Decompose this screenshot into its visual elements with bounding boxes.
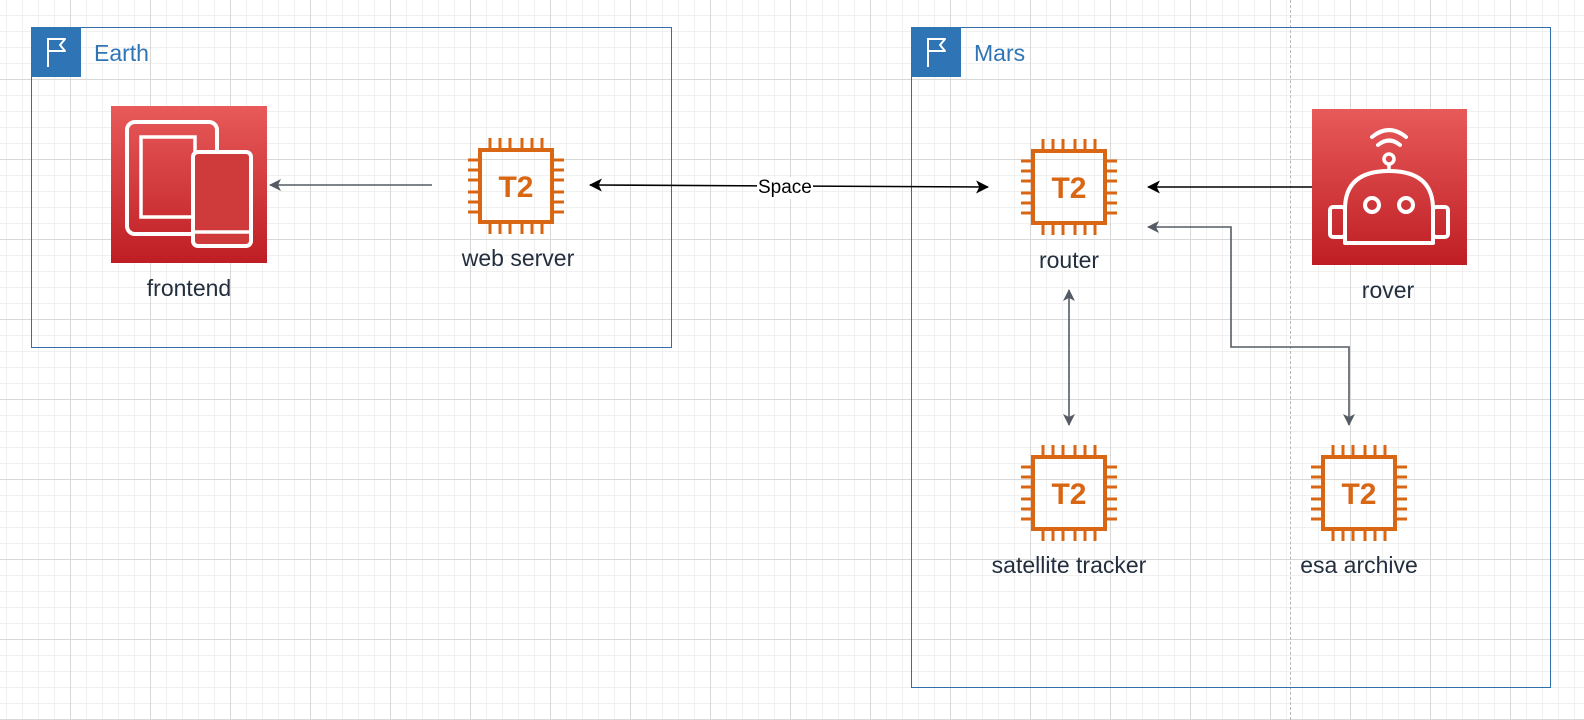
node-rover-label: rover bbox=[1361, 277, 1415, 303]
region-mars[interactable]: Mars bbox=[911, 27, 1551, 688]
ec2-t2-instance-icon[interactable]: T2 bbox=[466, 136, 566, 236]
edge-router-esa bbox=[1147, 221, 1355, 426]
node-web-server-label: web server bbox=[461, 245, 575, 271]
t2-badge: T2 bbox=[1051, 172, 1086, 205]
t2-badge: T2 bbox=[498, 171, 533, 204]
robot-icon[interactable] bbox=[1312, 109, 1467, 265]
region-earth-label: Earth bbox=[94, 40, 149, 66]
edge-space-label: Space bbox=[757, 177, 813, 199]
node-frontend-label: frontend bbox=[146, 275, 232, 301]
t2-badge: T2 bbox=[1051, 478, 1086, 511]
ec2-t2-instance-icon[interactable]: T2 bbox=[1019, 137, 1119, 237]
region-mars-label: Mars bbox=[974, 40, 1026, 66]
node-satellite-tracker-label: satellite tracker bbox=[991, 552, 1147, 578]
ec2-t2-instance-icon[interactable]: T2 bbox=[1019, 443, 1119, 543]
t2-badge: T2 bbox=[1341, 478, 1376, 511]
ec2-t2-instance-icon[interactable]: T2 bbox=[1309, 443, 1409, 543]
node-esa-archive-label: esa archive bbox=[1300, 552, 1418, 578]
device-mobile-tablet-icon[interactable] bbox=[111, 106, 267, 263]
node-router-label: router bbox=[1038, 247, 1100, 273]
flag-icon bbox=[911, 27, 961, 77]
flag-icon bbox=[31, 27, 81, 77]
